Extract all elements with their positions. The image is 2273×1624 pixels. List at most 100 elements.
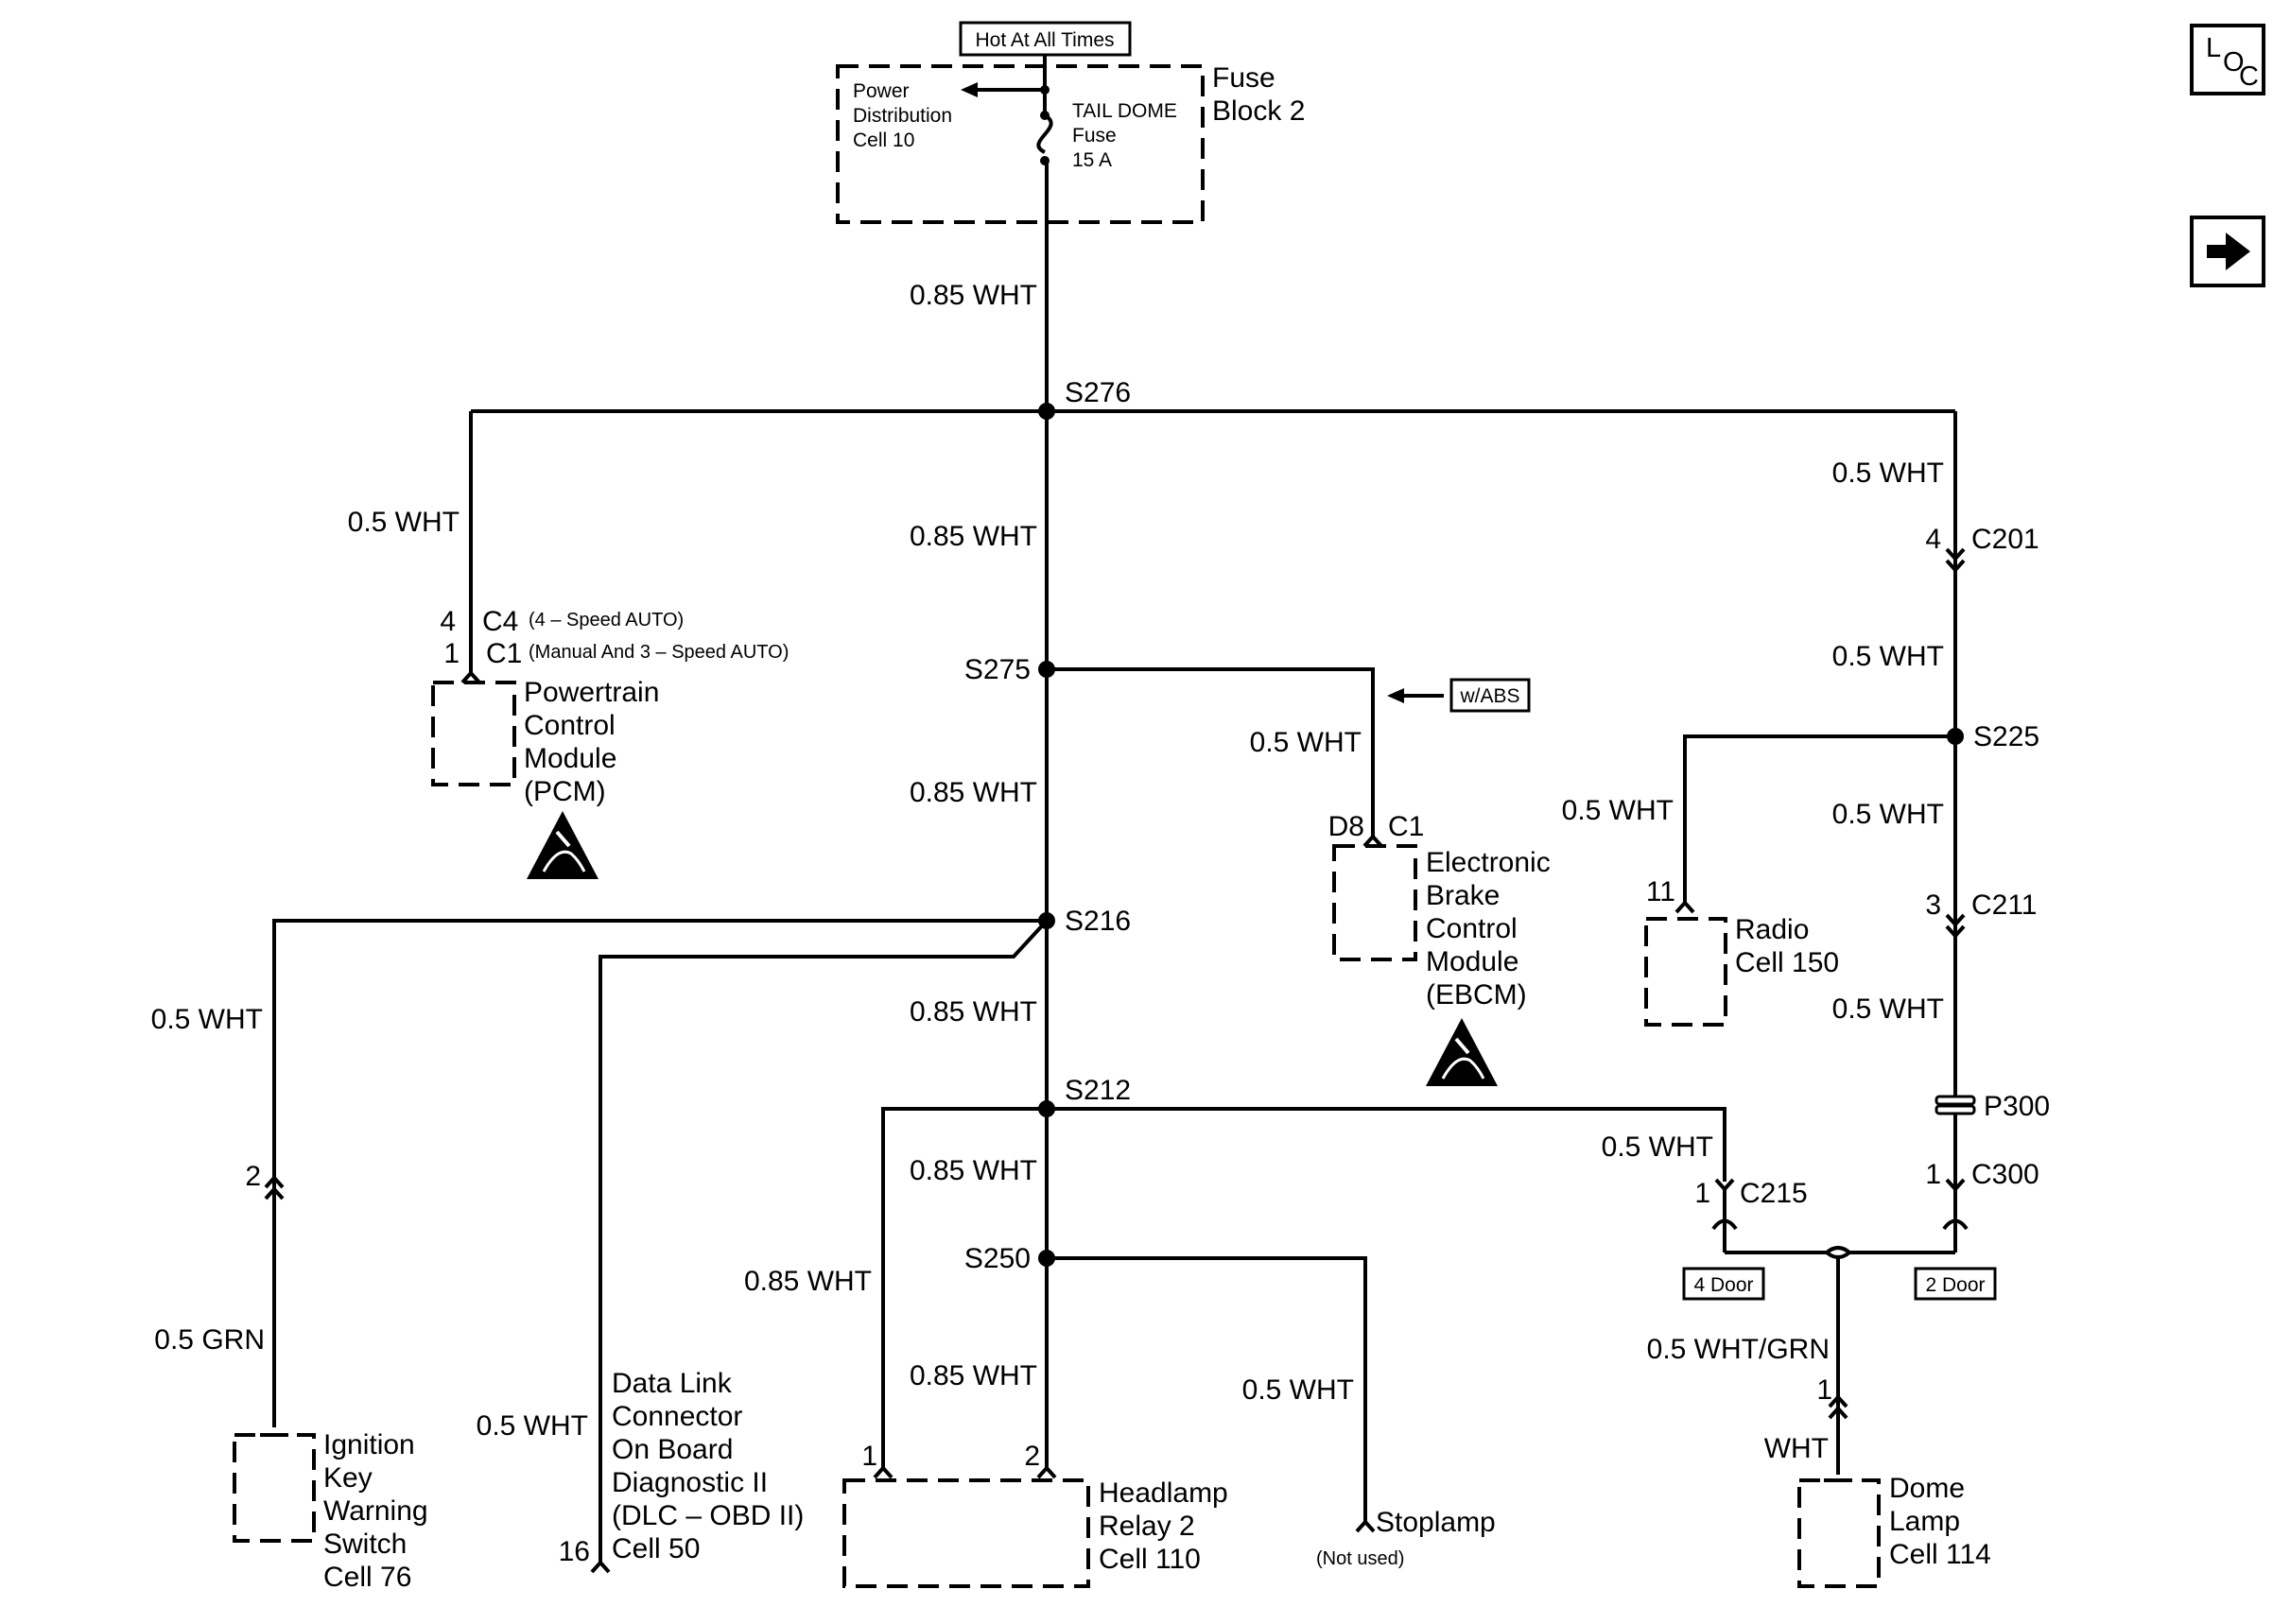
wire-label: 0.5 WHT (1602, 1132, 1713, 1163)
dlc-label: Connector (612, 1401, 742, 1432)
connector-symbol (1945, 547, 1966, 573)
ebcm-label: Brake (1426, 880, 1500, 911)
wire-label: 0.5 WHT (477, 1410, 588, 1442)
pcm-label: Module (524, 743, 616, 774)
radio-label: Radio (1735, 914, 1809, 945)
power-distribution-label-2: Distribution (853, 105, 952, 127)
ignition-label: Switch (323, 1529, 407, 1560)
connector-label: C201 (1971, 524, 2039, 555)
dlc-label: On Board (612, 1434, 733, 1465)
fuse-block-2-outline (836, 64, 1205, 224)
headlamp-label: Relay 2 (1099, 1511, 1195, 1542)
two-door-text: 2 Door (1925, 1274, 1985, 1296)
wire-label: 0.5 WHT/GRN (1647, 1334, 1830, 1365)
loc-letter-l: L (2206, 33, 2221, 63)
hot-at-all-times-text: Hot At All Times (975, 29, 1114, 51)
fuse-label-3: 15 A (1072, 149, 1112, 171)
wire-label: 0.85 WHT (744, 1266, 872, 1297)
ebcm-label: (EBCM) (1426, 979, 1527, 1011)
esd-warning-icon (527, 811, 599, 879)
wire-label: 0.5 WHT (1250, 727, 1362, 758)
connector-label: C4 (482, 606, 518, 637)
pcm-label: (PCM) (524, 776, 606, 807)
next-page-button[interactable] (2190, 216, 2265, 287)
radio-label: Cell 150 (1735, 947, 1839, 978)
four-door-text: 4 Door (1693, 1274, 1753, 1296)
wire-label: 0.5 WHT (151, 1004, 263, 1035)
fuse-symbol-icon (1036, 113, 1053, 154)
arrow-right-icon (2207, 233, 2250, 270)
power-distribution-arrow-icon (961, 82, 978, 97)
stoplamp-label: Stoplamp (1376, 1507, 1496, 1538)
wire-label: 0.5 WHT (1832, 641, 1944, 672)
dome-label: Dome (1889, 1473, 1965, 1504)
esd-warning-icon (1426, 1018, 1498, 1086)
connector-label: C211 (1971, 890, 2038, 921)
two-door-label: 2 Door (1914, 1267, 1997, 1301)
fuse-block-label-1: Fuse (1212, 62, 1275, 94)
wire-label: 0.5 WHT (1242, 1374, 1354, 1406)
dlc-label: Cell 50 (612, 1533, 700, 1564)
stoplamp-note: (Not used) (1316, 1548, 1404, 1569)
ignition-label: Ignition (323, 1429, 415, 1460)
four-door-label: 4 Door (1682, 1267, 1765, 1301)
option-w-abs-text: w/ABS (1459, 685, 1519, 707)
connector-symbol (1674, 900, 1695, 914)
pin-label: 4 (440, 606, 456, 637)
connector-symbol (264, 1175, 285, 1201)
power-distribution-label-3: Cell 10 (853, 130, 914, 151)
connector-symbol (873, 1465, 894, 1479)
ignition-label: Cell 76 (323, 1562, 411, 1593)
connector-symbol (1942, 1218, 1969, 1231)
ebcm-label: Electronic (1426, 847, 1551, 878)
splice-s212-label: S212 (1065, 1075, 1131, 1106)
connector-note: (Manual And 3 – Speed AUTO) (529, 642, 789, 663)
pin-label: 11 (1646, 876, 1675, 907)
wire-label: 0.5 WHT (1832, 799, 1944, 830)
pcm-outline (431, 681, 516, 786)
connector-symbol (1945, 913, 1966, 939)
connector-symbol (590, 1560, 611, 1574)
ignition-label: Warning (323, 1495, 428, 1527)
wire-label: 0.5 WHT (1562, 795, 1674, 826)
wire-label: 0.85 WHT (910, 521, 1037, 552)
radio-outline (1644, 917, 1727, 1027)
splice-s276-label: S276 (1065, 377, 1131, 408)
dome-label: Lamp (1889, 1506, 1960, 1537)
pin-label: 2 (1024, 1441, 1040, 1472)
pin-label: 1 (1925, 1159, 1941, 1190)
dome-lamp-outline (1797, 1478, 1881, 1588)
splice-s216-label: S216 (1065, 906, 1131, 937)
ebcm-label: Module (1426, 946, 1518, 977)
connector-label: C1 (486, 638, 522, 669)
wire-label: 0.5 GRN (154, 1324, 265, 1356)
wire-label: 0.5 WHT (1832, 993, 1944, 1025)
pcm-label: Powertrain (524, 677, 659, 708)
headlamp-label: Headlamp (1099, 1477, 1228, 1509)
fuse-label-2: Fuse (1072, 125, 1117, 147)
connector-label: P300 (1984, 1091, 2050, 1122)
connector-label: C300 (1971, 1159, 2039, 1190)
fuse-label-1: TAIL DOME (1072, 100, 1177, 122)
dlc-label: Diagnostic II (612, 1467, 768, 1498)
wire-label: WHT (1764, 1433, 1829, 1464)
dome-label: Cell 114 (1889, 1539, 1991, 1570)
pin-label: 16 (559, 1536, 590, 1567)
pin-label: 1 (443, 638, 460, 669)
wire-label: 0.5 WHT (1832, 458, 1944, 489)
pin-label: 2 (245, 1161, 261, 1192)
pin-label: 1 (861, 1441, 877, 1472)
loc-button[interactable]: L O C (2190, 24, 2265, 95)
pin-label: 1 (1816, 1374, 1832, 1406)
splice-s225-label: S225 (1973, 721, 2039, 752)
ignition-switch-outline (233, 1433, 316, 1543)
wire-label: 0.85 WHT (910, 996, 1037, 1028)
splice-s275-label: S275 (964, 654, 1031, 685)
headlamp-label: Cell 110 (1099, 1544, 1201, 1575)
connector-symbol (1945, 1178, 1966, 1192)
dlc-label: Data Link (612, 1368, 733, 1399)
connector-symbol (1355, 1519, 1376, 1533)
pin-label: 1 (1694, 1178, 1710, 1209)
power-distribution-label-1: Power (853, 80, 910, 102)
